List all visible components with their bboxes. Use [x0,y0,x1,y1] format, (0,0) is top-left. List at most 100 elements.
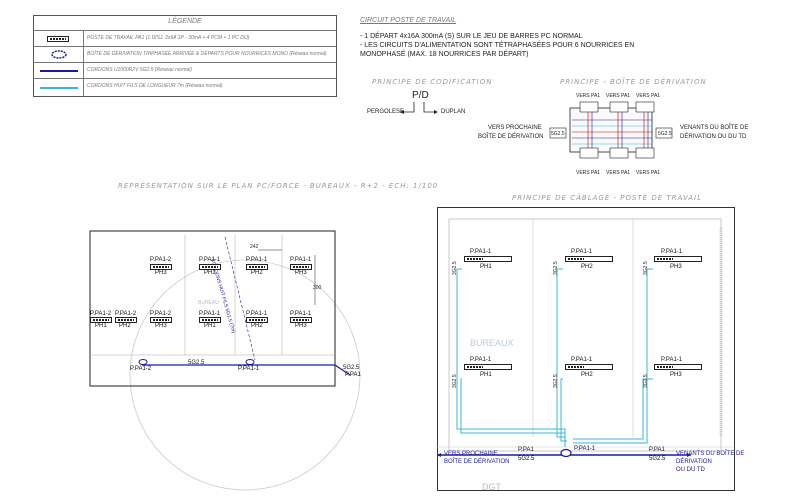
workstation-icon [464,256,512,262]
cabling-left-label: VERS PROCHAINE [444,451,498,457]
workstation-icon [150,317,172,323]
plan-cable-label: 5G2.5 [188,360,205,366]
cabling-post-label: P.PA1-1 [571,249,593,255]
coding-title: PRINCIPE DE CODIFICATION [372,78,493,86]
plan-pa1: P.PA1 [345,372,361,378]
cabling-right-label: VENANTS DU BOÎTE DE [676,451,745,457]
plan-post-label: P.PA1-1 [199,311,221,317]
cable-eight-wire-icon [40,87,78,89]
plan-post-ph: PH1 [95,323,107,329]
cabling-post-label: P.PA1-1 [571,357,593,363]
plan-drawing [89,230,361,491]
cabling-post-label: P.PA1-1 [661,357,683,363]
cabling-title: PRINCIPE DE CÂBLAGE - POSTE DE TRAVAIL [512,194,703,202]
legend-row: POSTE DE TRAVAIL PA1 (1 DISJ. 2x6A 1P - … [34,30,336,46]
cabling-drawing [437,218,733,458]
cabling-vertical-g: 3G2.5 [643,261,649,275]
plan-post-ph: PH3 [155,323,167,329]
plan-title: REPRÉSENTATION SUR LE PLAN PC/FORCE - BU… [118,182,439,190]
plan-post-label: P.PA1-2 [150,257,172,263]
circuit-line: - LES CIRCUITS D'ALIMENTATION SONT TÉTRA… [360,42,635,49]
plan-post-label: P.PA1-1 [199,257,221,263]
plan-post-label: P.PA1-1 [290,257,312,263]
cabling-post-ph: PH1 [480,372,492,378]
plan-post-label: P.PA1-1 [246,311,268,317]
vers-pa1-label: VERS PA1 [576,93,601,99]
plan-pa1-2: P.PA1-2 [130,366,152,372]
vers-pa1-label: VERS PA1 [636,170,661,176]
cabling-vertical-g: 3G2.5 [553,261,559,275]
workstation-icon [246,264,268,270]
vers-pa1-label: VERS PA1 [576,170,601,176]
plan-post-label: P.PA1-1 [246,257,268,263]
cabling-pa-bottom: P.PA1 [649,447,665,453]
derivation-left-label: BOÎTE DE DÉRIVATION [478,134,544,140]
plan-cable-end: 5G2.5 [343,365,360,371]
cabling-pa: P.PA1-1 [574,446,596,452]
legend-row: CORDONS U1000R2V 5G2.5 (Réseau normal) [34,62,336,78]
cabling-vertical-g: 3G2.5 [452,261,458,275]
vers-pa1-label: VERS PA1 [606,170,631,176]
cabling-g-right: 5G2.5 [649,456,666,462]
cabling-post-ph: PH2 [581,264,593,270]
plan-post-ph: PH3 [295,270,307,276]
derivation-g1: 5G2.5 [658,131,672,137]
cabling-dgt: DGT [482,482,501,492]
cabling-left-label: BOÎTE DE DÉRIVATION [444,459,510,465]
workstation-icon [47,36,69,42]
plan-post-ph: PH2 [119,323,131,329]
cabling-post-ph: PH1 [480,264,492,270]
derivation-box-icon [51,50,67,59]
circuit-title: CIRCUIT POSTE DE TRAVAIL [360,17,457,24]
workstation-icon [565,364,613,370]
workstation-icon [654,256,702,262]
derivation-title: PRINCIPE - BOÎTE DE DÉRIVATION [560,78,707,86]
legend-table: LÉGENDE POSTE DE TRAVAIL PA1 (1 DISJ. 2x… [33,15,337,97]
cabling-vertical-g: 3G2.5 [553,374,559,388]
workstation-icon [654,364,702,370]
plan-dim-v: 300 [313,285,322,291]
plan-post-ph: PH1 [204,323,216,329]
workstation-icon [90,317,112,323]
derivation-box-diagram [549,101,673,159]
cabling-g-left: 5G2.5 [518,456,535,462]
vers-pa1-label: VERS PA1 [606,93,631,99]
plan-pa1-1: P.PA1-1 [238,366,260,372]
plan-post-label: P.PA1-2 [150,311,172,317]
cable-5g-icon [40,70,78,72]
legend-text: CORDONS HUIT FILS DE LONGUEUR 7m (Réseau… [87,83,223,89]
workstation-icon [199,264,221,270]
cabling-right-label: OU DU TD [676,467,705,473]
cabling-post-label: P.PA1-1 [661,249,683,255]
legend-text: CORDONS U1000R2V 5G2.5 (Réseau normal) [87,67,193,73]
workstation-icon [290,317,312,323]
coding-left: PERGOLESE [367,109,405,115]
plan-dim: 242 [250,244,259,250]
legend-row: BOÎTE DE DÉRIVATION TRIPHASÉE ARRIVÉE & … [34,46,336,62]
derivation-g1: 5G2.5 [551,131,565,137]
workstation-icon [246,317,268,323]
cabling-vertical-g: 3G2.5 [452,374,458,388]
cabling-right-label: DÉRIVATION [676,459,712,465]
workstation-icon [565,256,613,262]
plan-post-label: P.PA1-2 [90,311,112,317]
workstation-icon [150,264,172,270]
legend-text: BOÎTE DE DÉRIVATION TRIPHASÉE ARRIVÉE & … [87,51,327,57]
legend-title: LÉGENDE [168,18,202,25]
cabling-vertical-g: 3G2.5 [643,374,649,388]
legend-text: POSTE DE TRAVAIL PA1 (1 DISJ. 2x6A 1P - … [87,35,250,41]
plan-bureau: BUREAU [198,300,219,306]
cabling-bureaux: BUREAUX [470,338,514,348]
workstation-icon [199,317,221,323]
cabling-post-ph: PH3 [670,372,682,378]
cabling-pa-bottom: P.PA1 [518,447,534,453]
plan-post-ph: PH3 [295,323,307,329]
coding-pd: P/D [412,90,429,101]
derivation-right-label: VENANTS DU BOÎTE DE [680,125,749,131]
cabling-post-ph: PH2 [581,372,593,378]
coding-arrows [400,102,438,114]
cabling-post-label: P.PA1-1 [470,357,492,363]
plan-post-label: P.PA1-2 [115,311,137,317]
vers-pa1-label: VERS PA1 [636,93,661,99]
cabling-frame [437,207,735,491]
